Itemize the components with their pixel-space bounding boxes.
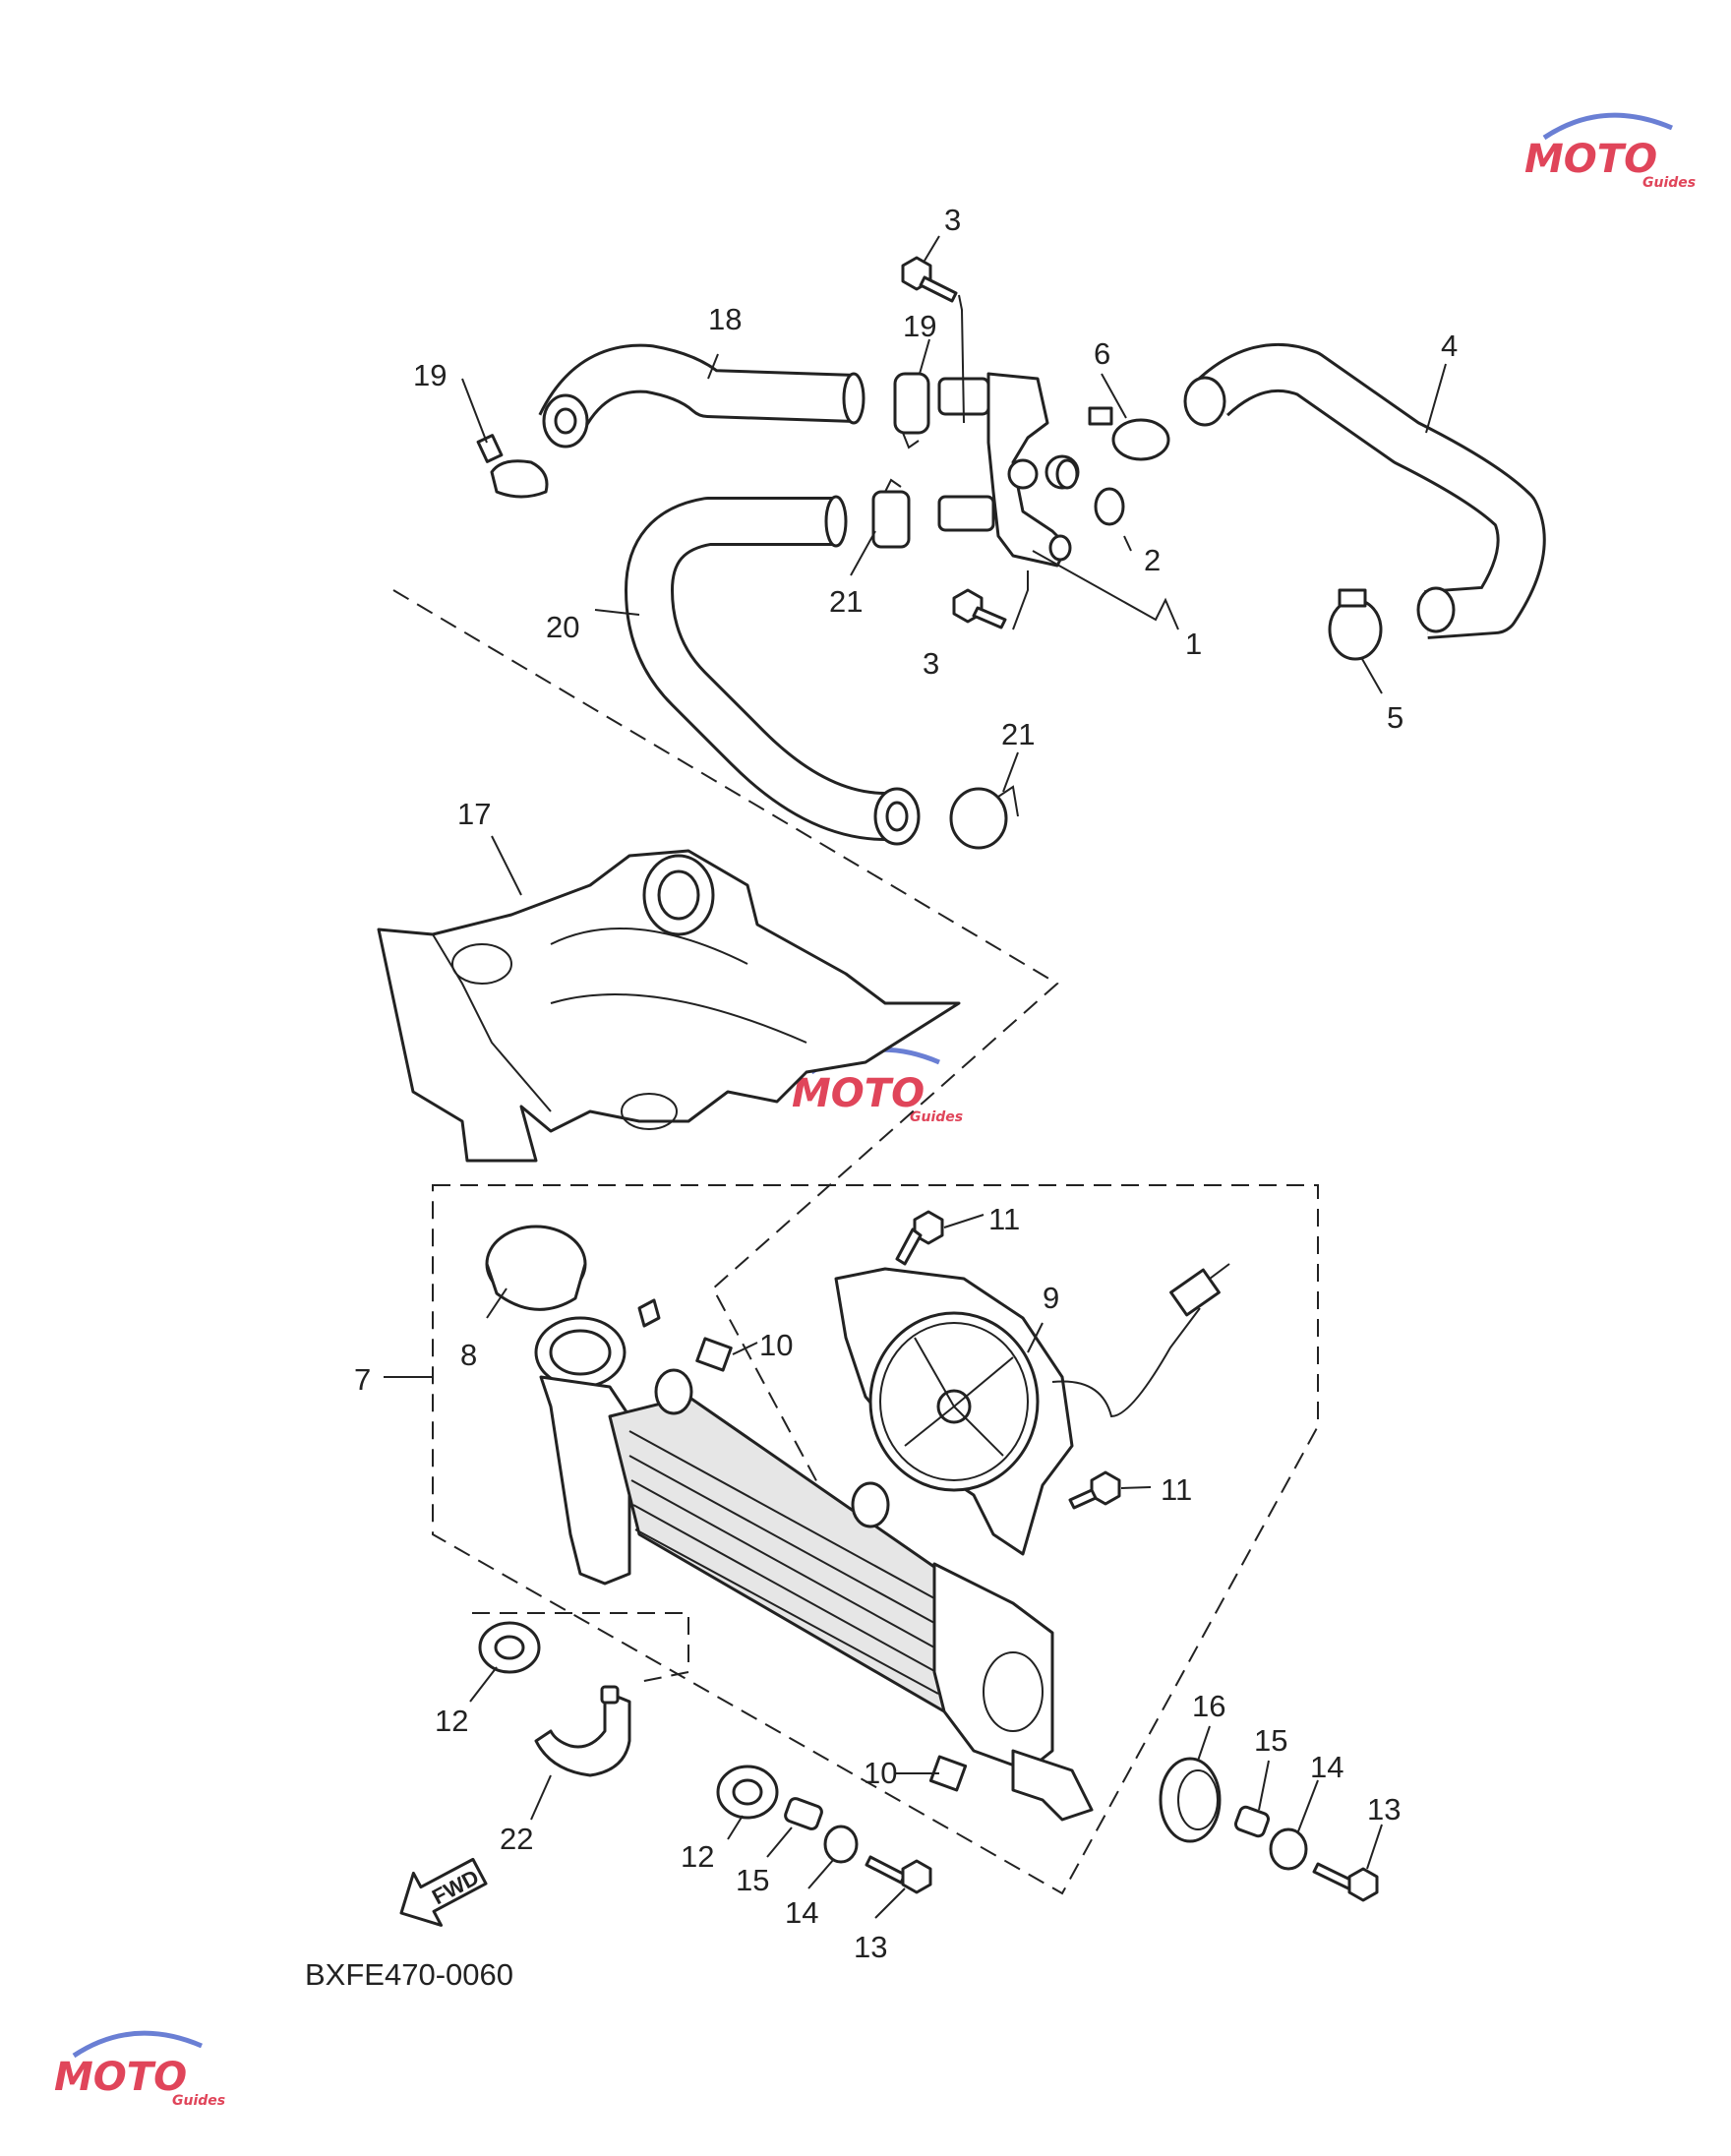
damper-12-lower	[716, 1765, 779, 1820]
hose-clamp-6	[1088, 406, 1170, 461]
diagram-code: BXFE470-0060	[305, 1957, 513, 1992]
hose-clamp-5	[1328, 588, 1383, 661]
svg-text:Guides: Guides	[1642, 175, 1696, 191]
bolt-11-lower	[1068, 1470, 1121, 1510]
radiator-fins	[628, 1430, 939, 1695]
callout-18: 18	[708, 302, 742, 336]
cooling-fan-9	[834, 1263, 1230, 1556]
bolt-3-bottom	[952, 588, 1007, 629]
washer-14-right	[1269, 1827, 1308, 1871]
hose-20	[625, 495, 921, 846]
callouts: 1 2 3 3 4 5 6 7 8 9 10 10 11 11 12 12 13…	[354, 203, 1458, 1964]
collar-15-lower	[784, 1797, 823, 1830]
callout-14-lower: 14	[785, 1895, 818, 1930]
radiator-cap-8	[485, 1225, 587, 1311]
callout-6: 6	[1094, 336, 1110, 371]
bolt-13-lower	[865, 1855, 932, 1894]
callout-15-right: 15	[1254, 1723, 1287, 1758]
callout-9: 9	[1043, 1281, 1059, 1315]
callout-22: 22	[500, 1822, 533, 1856]
watermark-center: MOTO Guides	[792, 1047, 963, 1125]
svg-text:MOTO: MOTO	[792, 1071, 925, 1116]
bolt-13-right	[1312, 1862, 1379, 1902]
watermark-top-right: MOTO Guides	[1524, 112, 1696, 191]
hose-4	[1183, 342, 1546, 639]
bolt-11-upper	[895, 1210, 944, 1266]
damper-12-upper	[478, 1621, 541, 1674]
o-ring-2	[1094, 487, 1125, 526]
callout-13-lower: 13	[854, 1930, 887, 1964]
grommet-10-lower	[928, 1755, 968, 1792]
callout-11-lower: 11	[1161, 1472, 1192, 1507]
callout-1: 1	[1185, 627, 1202, 661]
grommet-10-upper	[695, 1337, 733, 1372]
radiator-shroud-17	[377, 849, 961, 1163]
callout-13-right: 13	[1367, 1792, 1401, 1827]
clip-21-upper	[871, 478, 911, 549]
callout-21-upper: 21	[829, 584, 863, 619]
fwd-arrow: FWD	[399, 1857, 488, 1927]
bracket-22	[534, 1685, 631, 1777]
radiator-7	[534, 1298, 1094, 1822]
callout-3-bottom: 3	[923, 646, 939, 681]
svg-text:Guides: Guides	[172, 2093, 225, 2109]
callout-15-lower: 15	[736, 1863, 769, 1897]
hose-18	[538, 343, 866, 449]
callout-3-top: 3	[944, 203, 961, 237]
callout-8: 8	[460, 1338, 477, 1372]
hose-reference-line	[392, 589, 1059, 1555]
clip-19-right	[893, 372, 930, 449]
clip-19-left	[476, 434, 549, 499]
callout-21-lower: 21	[1001, 717, 1035, 751]
callout-12-upper: 12	[435, 1704, 468, 1738]
callout-20: 20	[546, 610, 579, 644]
collar-15-right	[1233, 1805, 1271, 1838]
callout-2: 2	[1144, 543, 1161, 577]
washer-14-lower	[823, 1825, 859, 1864]
callout-19-left: 19	[413, 358, 447, 392]
callout-7: 7	[354, 1362, 371, 1397]
thermostat-housing-1	[937, 372, 1080, 568]
callout-14-right: 14	[1310, 1750, 1343, 1784]
callout-17: 17	[457, 797, 491, 831]
svg-text:MOTO: MOTO	[1524, 137, 1657, 182]
callout-4: 4	[1441, 329, 1458, 363]
bolt-3-top	[901, 256, 958, 303]
radiator-assembly-boundary	[432, 1184, 1319, 1895]
damper-16	[1159, 1757, 1222, 1843]
callout-10-lower: 10	[864, 1756, 897, 1790]
callout-16: 16	[1192, 1689, 1225, 1723]
callout-19-right: 19	[903, 309, 936, 343]
callout-10-upper: 10	[759, 1328, 793, 1362]
watermark-bottom-left: MOTO Guides	[54, 2030, 225, 2109]
leader-lines	[384, 235, 1447, 1919]
callout-11-upper: 11	[988, 1202, 1020, 1236]
svg-text:MOTO: MOTO	[54, 2055, 187, 2100]
callout-5: 5	[1387, 700, 1403, 735]
svg-text:Guides: Guides	[910, 1109, 963, 1125]
clip-21-lower	[949, 785, 1019, 850]
callout-12-lower: 12	[681, 1839, 714, 1874]
